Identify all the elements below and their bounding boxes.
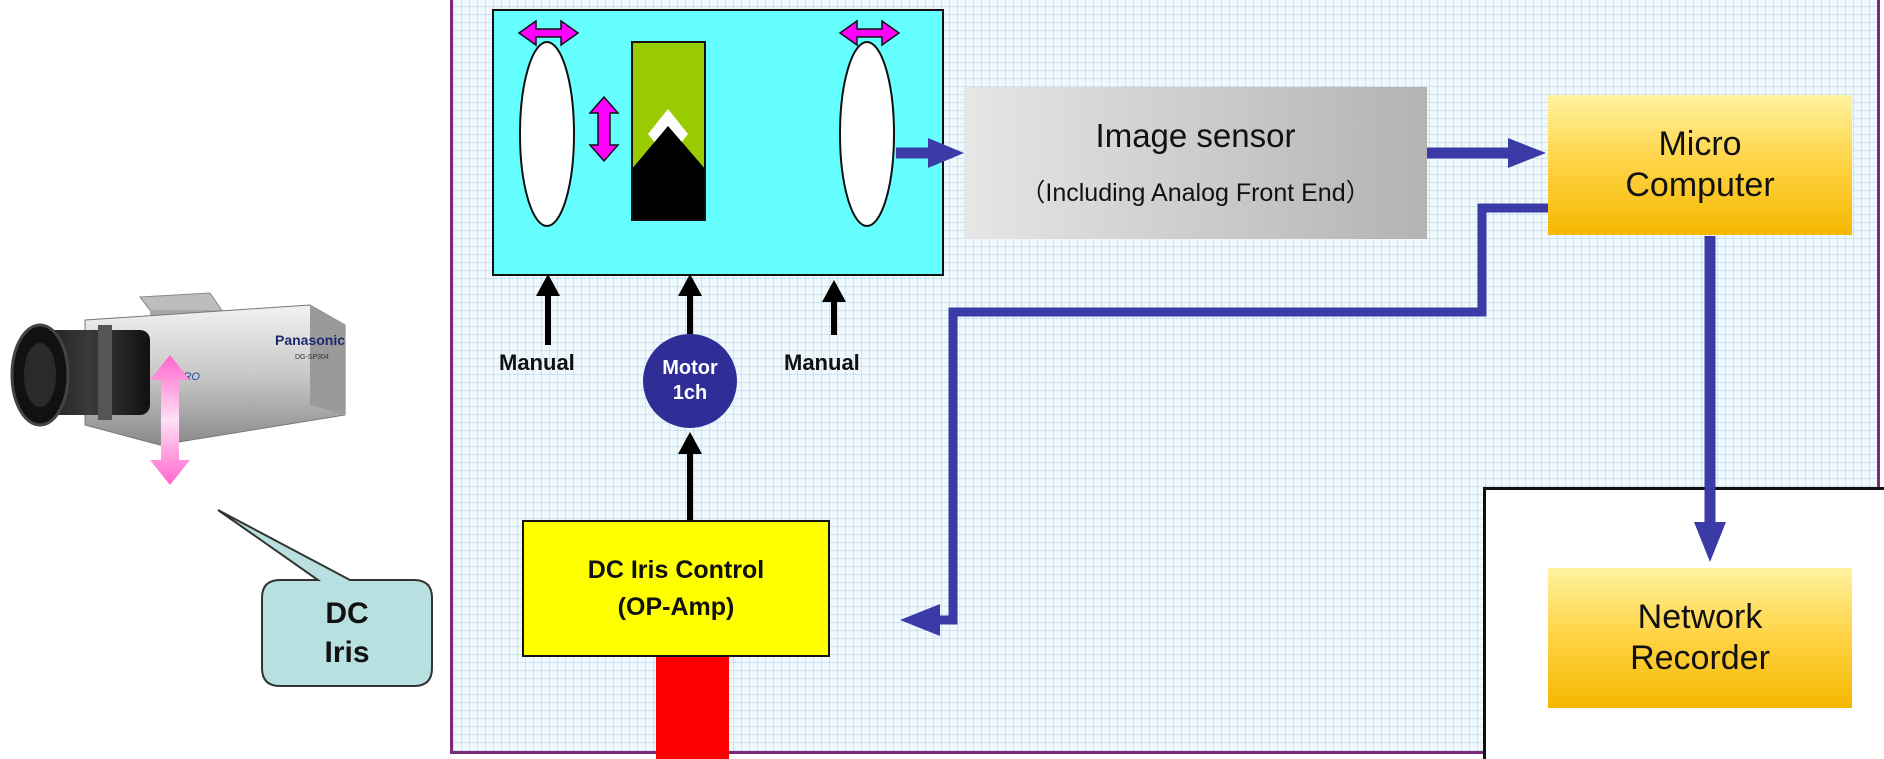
network-recorder-line2: Recorder [1630, 639, 1770, 677]
camera-model: DG-SP304 [295, 354, 329, 361]
micro-computer-block: Micro Computer [1548, 95, 1852, 235]
image-sensor-title: Image sensor [1095, 117, 1296, 154]
motor-line1: Motor [662, 357, 718, 379]
motor-line2: 1ch [672, 382, 708, 404]
micro-computer-line2: Computer [1625, 166, 1775, 204]
dc-iris-control-line2: (OP-Amp) [617, 592, 735, 621]
dc-iris-double-arrow [150, 355, 190, 485]
dc-iris-control-block: DC Iris Control (OP-Amp) [522, 520, 830, 657]
iris-mechanism [631, 41, 706, 221]
arrow-sensor-to-micro [1427, 138, 1546, 168]
callout-line2: Iris [324, 636, 370, 669]
callout-line1: DC [325, 597, 369, 630]
image-sensor-block: Image sensor （Including Analog Front End… [964, 87, 1427, 239]
network-recorder-line1: Network [1637, 598, 1763, 637]
micro-computer-line1: Micro [1658, 125, 1742, 164]
camera-illustration: Panasonic DG-SP304 i-PRO [10, 292, 346, 485]
red-signal-bar [656, 657, 729, 759]
arrow-iris-control-to-motor [678, 432, 702, 520]
camera-brand: Panasonic [275, 332, 345, 348]
motor-circle: Motor 1ch [643, 334, 737, 428]
double-arrow-vertical [588, 95, 620, 163]
manual-right-label: Manual [784, 350, 860, 375]
arrow-micro-to-iris-control [900, 203, 1548, 636]
double-arrow-right-horizontal [838, 19, 901, 47]
dc-iris-callout-label: DC Iris [262, 580, 432, 686]
arrow-manual-left [536, 274, 560, 345]
dc-iris-control-line1: DC Iris Control [587, 556, 765, 585]
arrow-lens-to-sensor [896, 138, 964, 168]
manual-left-label: Manual [499, 350, 575, 375]
double-arrow-left-horizontal [517, 19, 580, 47]
network-recorder-block: Network Recorder [1548, 568, 1852, 708]
lens-assembly-box [492, 9, 944, 276]
arrow-motor-to-iris [678, 274, 702, 334]
lens-right [839, 41, 895, 227]
arrow-manual-right [822, 280, 846, 335]
lens-left [519, 41, 575, 227]
image-sensor-subtitle: （Including Analog Front End） [1020, 179, 1371, 207]
arrow-micro-to-recorder [1694, 236, 1726, 562]
